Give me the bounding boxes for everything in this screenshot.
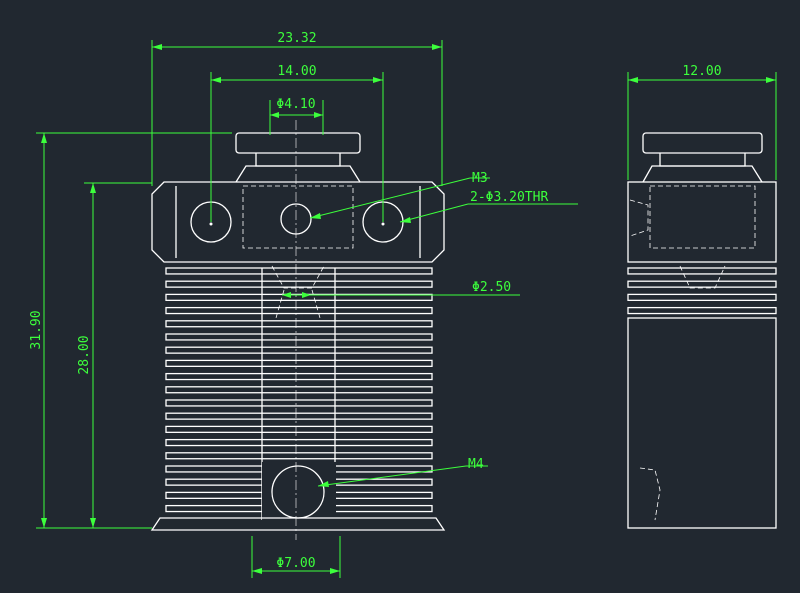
front-hole-center-left [209, 222, 213, 226]
side-fin [627, 306, 777, 315]
side-cap-neck [659, 153, 746, 167]
dimensions: 23.32 14.00 Φ4.10 31.90 28.00 M3 2- [29, 31, 777, 578]
leader-m4-arrow [318, 481, 329, 487]
front-fin [165, 320, 433, 328]
leader-mount-holes [399, 203, 469, 223]
front-fin [165, 386, 433, 394]
side-fin [627, 280, 777, 288]
leader-mount-holes-arrow [400, 217, 411, 223]
front-hidden-taper [271, 265, 325, 289]
callout-m4-text: M4 [468, 457, 484, 472]
front-fin [165, 267, 433, 275]
leader-m3-arrow [310, 213, 321, 219]
front-hidden-bore [242, 185, 354, 249]
leader-filament-bore-arrows [282, 292, 311, 298]
dim-overall-height-text: 31.90 [29, 310, 44, 349]
front-base [150, 517, 446, 531]
dim-overall-width-text: 23.32 [277, 31, 316, 46]
side-fin [627, 293, 777, 301]
dim-top-bore-text: Φ4.10 [276, 97, 315, 112]
front-fin [165, 452, 433, 460]
front-fin [165, 425, 433, 433]
side-cap-collar [642, 165, 763, 183]
front-fin [165, 306, 433, 315]
front-fin [165, 333, 433, 341]
dim-bottom-bore-arrows [252, 568, 340, 574]
callout-mount-holes-text: 2-Φ3.20THR [470, 190, 548, 205]
side-hidden-m4 [639, 467, 661, 521]
front-fin [165, 346, 433, 354]
callout-filament-bore-text: Φ2.50 [472, 280, 511, 295]
side-fin-stack [627, 317, 777, 529]
dim-body-height-text: 28.00 [77, 335, 92, 374]
side-hidden-hole [629, 199, 649, 237]
side-hidden-taper [679, 265, 726, 289]
side-fin [627, 267, 777, 275]
front-top-cap [235, 132, 361, 154]
front-hole-center-right [381, 222, 385, 226]
leader-m4 [317, 465, 467, 487]
front-fin [165, 280, 433, 288]
front-fin [165, 412, 433, 420]
front-fin [165, 359, 433, 367]
front-cap-neck [255, 153, 341, 167]
front-fin [165, 399, 433, 407]
dim-hole-spacing-text: 14.00 [277, 64, 316, 79]
front-fin [165, 372, 433, 381]
side-hidden-bore [649, 185, 756, 249]
side-top-cap [642, 132, 763, 154]
side-cooling-fins [627, 267, 777, 315]
leader-m3 [309, 177, 471, 219]
front-view [150, 120, 446, 540]
dim-side-width-text: 12.00 [682, 64, 721, 79]
front-fin [165, 438, 433, 447]
callout-m3-text: M3 [472, 171, 488, 186]
side-view [627, 132, 777, 529]
side-mount-block [627, 181, 777, 263]
front-cap-collar [235, 165, 361, 183]
front-bottom-boss [262, 462, 336, 522]
front-fin [165, 293, 433, 301]
dim-bottom-bore-text: Φ7.00 [276, 556, 315, 571]
